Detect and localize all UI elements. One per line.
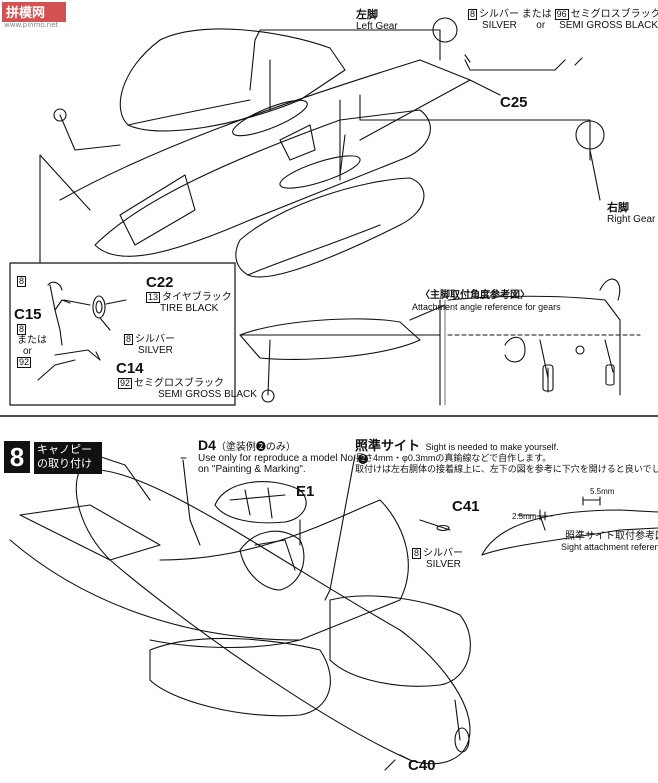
svg-text:拼模网: 拼模网 [6,5,45,21]
angle-reference-subtitle: Attachment angle reference for gears [412,302,561,312]
svg-text:www.pinmo.net: www.pinmo.net [4,21,59,28]
c15-paint: 8 または or 92 [17,324,47,368]
step8-airframe-drawing [9,454,658,771]
sight-note: 照準サイト Sight is needed to make yourself. … [355,438,658,474]
right-gear-label: 右脚 Right Gear [607,202,656,226]
dim-5-5mm: 5.5mm [590,487,615,496]
inset-parts-drawing [37,281,127,381]
step-title: キャノピー の取り付け [34,442,102,474]
step-number: 8 [4,441,30,473]
part-c22: C22 [146,274,174,291]
inset-top-code: 8 [17,276,27,287]
part-c40: C40 [408,757,436,774]
dim-2-5mm: 2.5mm [512,512,537,521]
part-e1: E1 [296,483,315,500]
part-c41: C41 [452,498,480,515]
sight-reference: 照準サイト取付参考図 Sight attachment reference. [561,531,658,552]
d4-note: D4（塗装例❷のみ） Use only for reproduce a mode… [198,438,368,475]
part-c25: C25 [500,94,528,111]
part-c14: C14 [116,360,144,377]
watermark-logo: 拼模网 www.pinmo.net [2,2,66,28]
left-gear-label: 左脚 Left Gear [356,9,398,33]
inset-box [9,262,236,406]
angle-reference-drawing [239,278,641,406]
top-airframe-drawing [53,17,605,278]
part-c15: C15 [14,306,42,323]
angle-reference-title: 〈主脚取付角度参考図〉 [420,290,530,301]
